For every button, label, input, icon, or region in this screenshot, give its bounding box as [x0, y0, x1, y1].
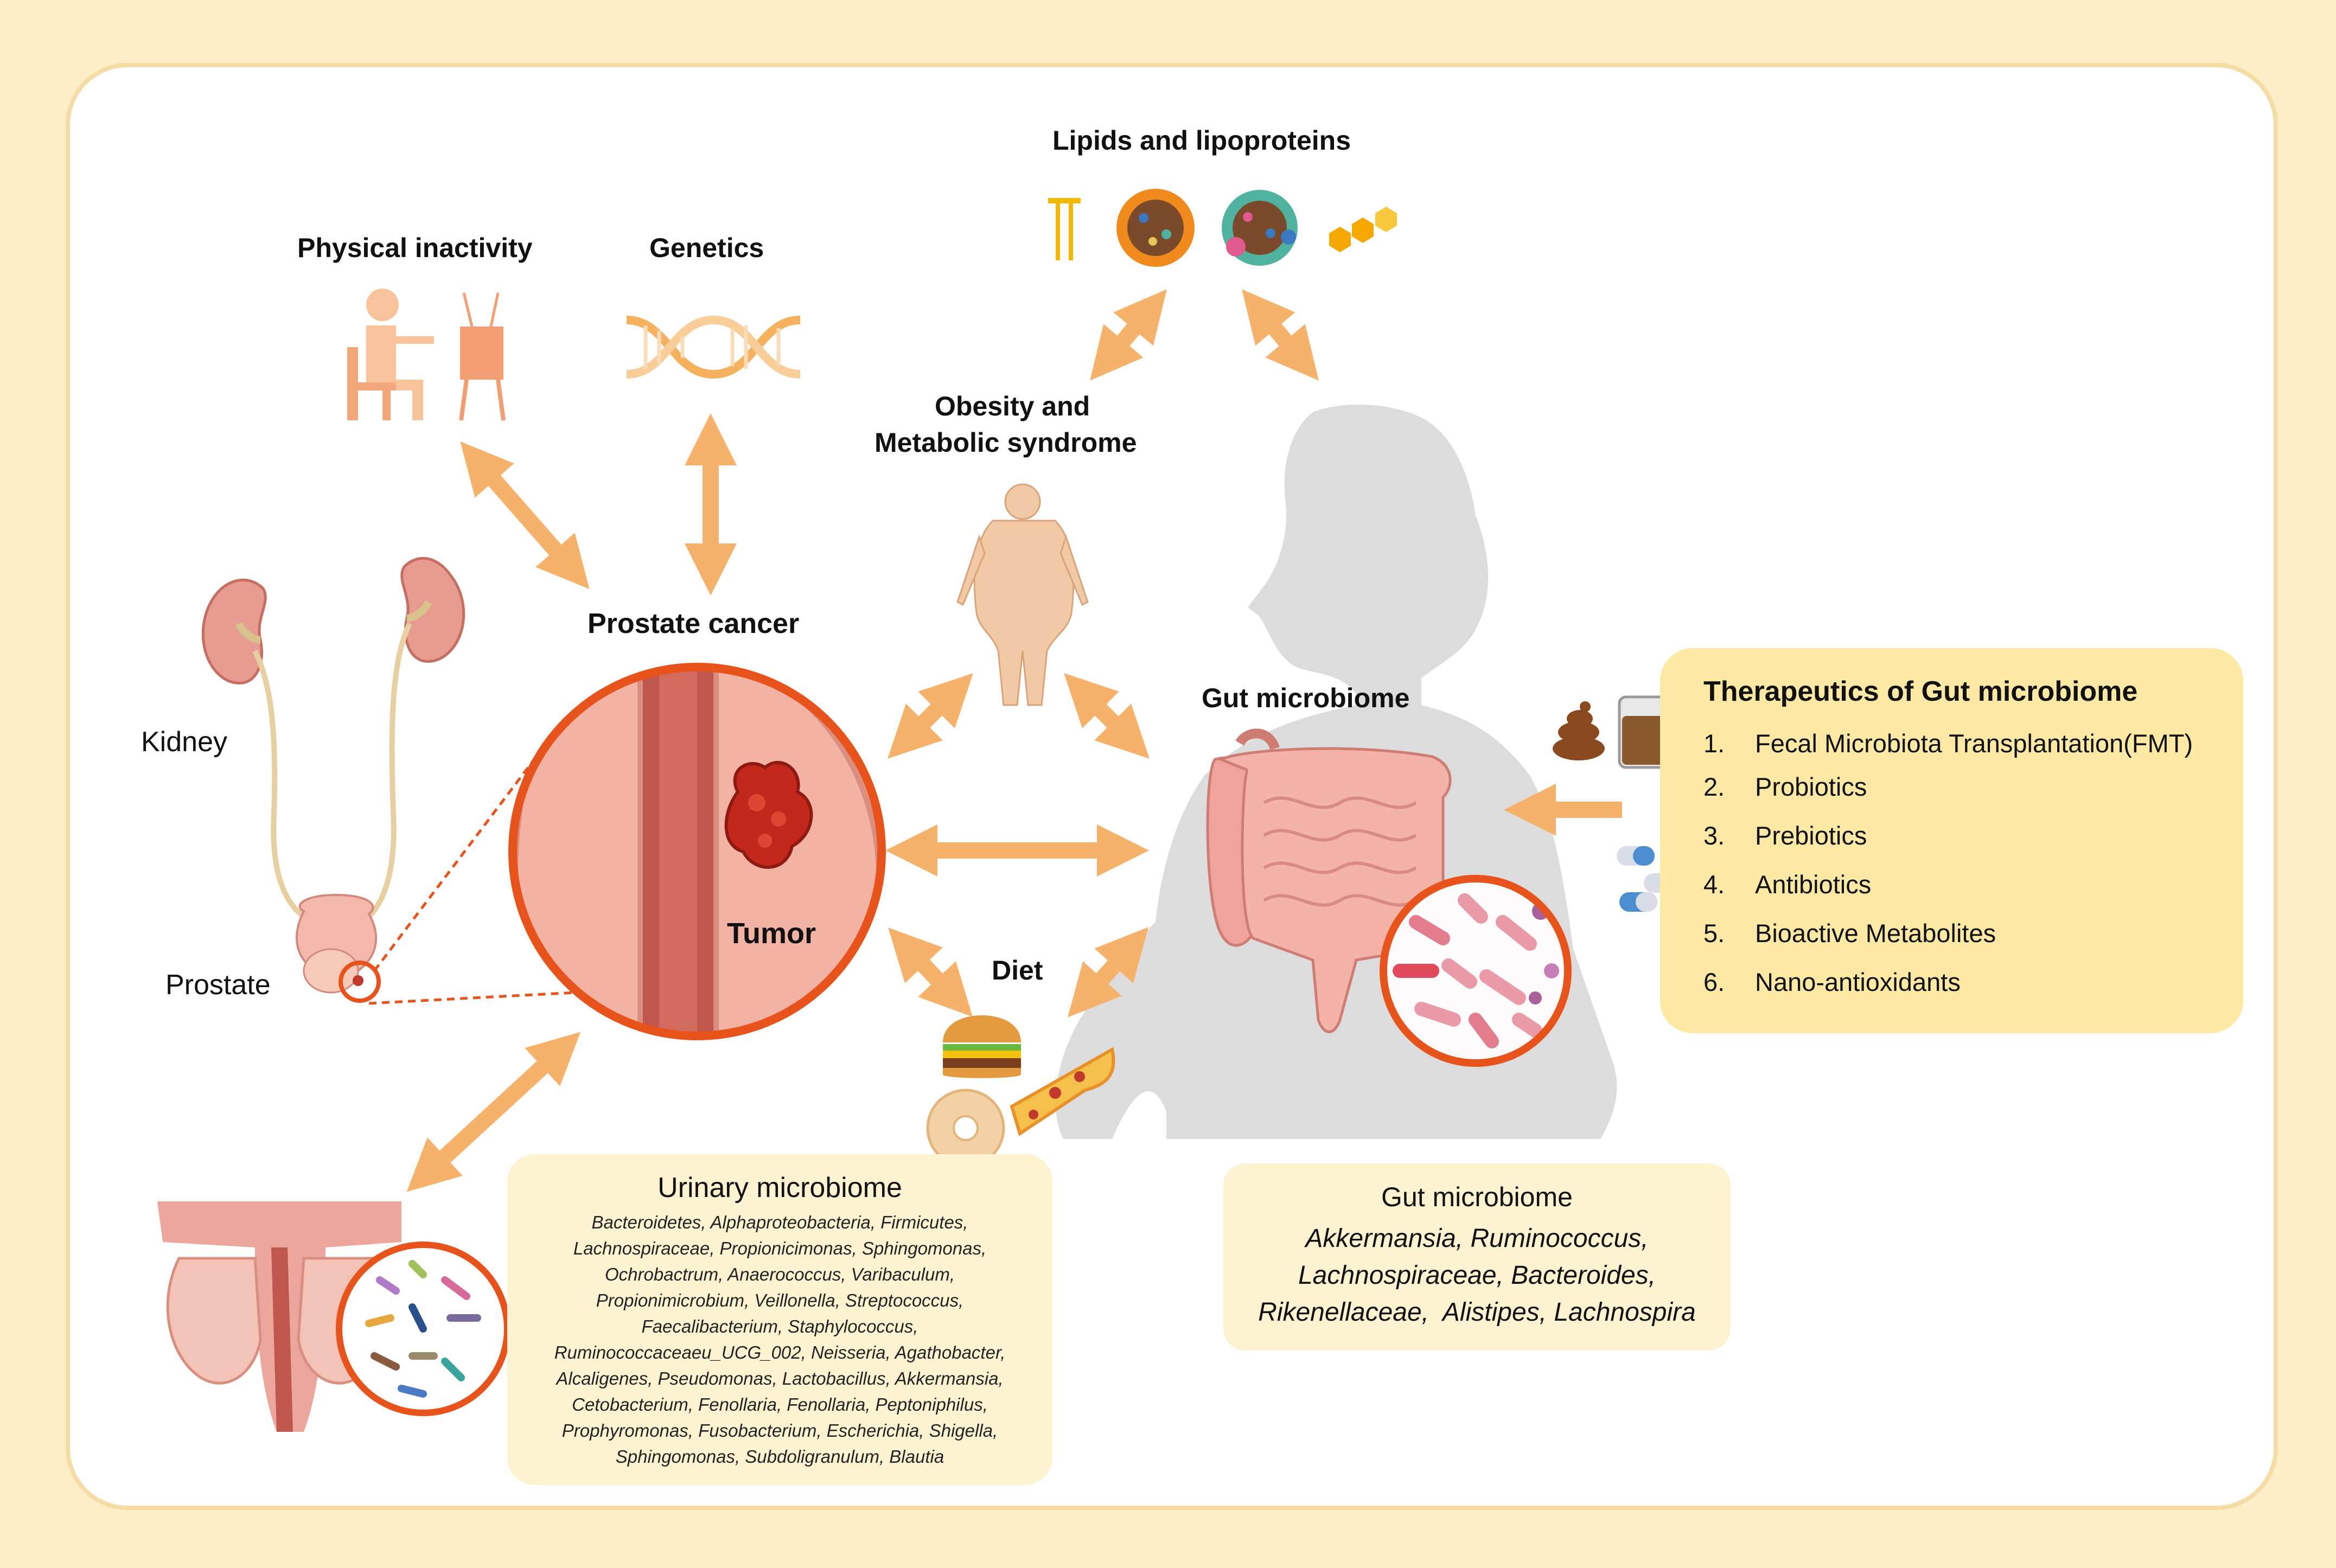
therapeutics-item-text: Bioactive Metabolites	[1755, 919, 1996, 948]
therapeutics-item-num: 3.	[1703, 821, 1725, 850]
arrow-diet-gut	[1067, 927, 1149, 1017]
urinary-taxa-line: Faecalibacterium, Staphylococcus,	[641, 1316, 918, 1336]
cholesterol-icon	[1329, 207, 1397, 252]
label-obesity-line1: Obesity and	[935, 391, 1090, 421]
therapeutics-item-num: 6.	[1703, 968, 1725, 996]
label-kidney: Kidney	[141, 726, 227, 758]
urinary-taxa-line: Sphingomonas, Subdoligranulum, Blautia	[615, 1447, 944, 1467]
arrows	[406, 289, 1622, 1192]
bacteria-zoom-circle	[1380, 875, 1572, 1067]
urinary-bacteria-zoom-circle	[336, 1241, 510, 1416]
arrow-obesity-cancer	[888, 673, 973, 759]
obese-person-icon	[956, 483, 1089, 706]
label-gut-microbiome: Gut microbiome	[1202, 683, 1410, 713]
arrow-lipids-gut	[1242, 289, 1319, 381]
therapeutics-title: Therapeutics of Gut microbiome	[1703, 676, 2138, 707]
label-lipids: Lipids and lipoproteins	[1052, 125, 1351, 156]
therapeutics-item-text: Antibiotics	[1755, 870, 1872, 899]
urinary-taxa-line: Prophyromonas, Fusobacterium, Escherichi…	[561, 1420, 998, 1441]
gut-taxa-line: Lachnospiraceae, Bacteroides,	[1298, 1261, 1656, 1290]
therapeutics-box	[1660, 648, 2243, 1033]
arrow-inactivity-cancer	[460, 441, 590, 590]
arrow-obesity-gut	[1064, 673, 1150, 759]
prostate-icon	[295, 893, 381, 1003]
label-tumor: Tumor	[727, 917, 816, 950]
arrow-lipids-obesity	[1090, 289, 1167, 381]
urinary-taxa-list: Bacteroidetes, Alphaproteobacteria, Firm…	[507, 1209, 1052, 1470]
label-physical-inactivity: Physical inactivity	[297, 233, 533, 263]
label-prostate: Prostate	[165, 969, 271, 1001]
arrow-cancer-diet	[888, 927, 973, 1017]
gut-taxa-line: Rikenellaceae, Alistipes, Lachnospira	[1258, 1298, 1696, 1327]
gut-taxa-list: Akkermansia, Ruminococcus, Lachnospirace…	[1223, 1220, 1731, 1331]
urinary-taxa-line: Bacteroidetes, Alphaproteobacteria, Firm…	[591, 1212, 968, 1232]
zoom-lines	[368, 747, 576, 1005]
lipoprotein-icon	[1116, 189, 1195, 267]
dna-icon	[626, 315, 801, 379]
therapeutics-item-num: 5.	[1703, 919, 1725, 948]
urinary-taxa-line: Ochrobactrum, Anaerococcus, Varibaculum,	[605, 1264, 955, 1284]
therapeutics-item-text: Probiotics	[1755, 772, 1867, 801]
therapeutics-item-num: 4.	[1703, 870, 1725, 899]
intestine-icon	[1206, 728, 1452, 1033]
label-obesity-line2: Metabolic syndrome	[875, 427, 1137, 458]
person-tv-icon	[347, 289, 506, 421]
urinary-taxa-line: Ruminococcaceaeu_UCG_002, Neisseria, Aga…	[554, 1342, 1006, 1362]
gut-microbiome-box	[1223, 1163, 1731, 1351]
label-prostate-cancer: Prostate cancer	[588, 608, 800, 639]
beaker-icon	[1618, 695, 1673, 769]
ureters	[252, 622, 412, 919]
label-genetics: Genetics	[649, 233, 764, 263]
label-diet: Diet	[992, 955, 1043, 985]
therapeutics-item-text: Prebiotics	[1755, 821, 1867, 850]
food-icon	[926, 1015, 1115, 1168]
urinary-box-title: Urinary microbiome	[658, 1172, 902, 1204]
gut-taxa-line: Akkermansia, Ruminococcus,	[1305, 1224, 1649, 1253]
lipid-icon	[1048, 198, 1081, 260]
urinary-taxa-line: Alcaligenes, Pseudomonas, Lactobacillus,…	[556, 1368, 1004, 1388]
lipoprotein-icon	[1222, 190, 1298, 266]
arrow-urinary-cancer	[406, 1032, 581, 1192]
therapeutics-item-num: 2.	[1703, 772, 1725, 801]
urinary-microbiome-box	[507, 1154, 1052, 1485]
therapeutics-item-text: Fecal Microbiota Transplantation(FMT)	[1755, 729, 2193, 758]
urinary-taxa-line: Lachnospiraceae, Propionicimonas, Sphing…	[573, 1238, 987, 1258]
gut-box-title: Gut microbiome	[1381, 1182, 1573, 1212]
tumor-zoom-circle	[508, 663, 886, 1040]
therapeutics-item-num: 1.	[1703, 729, 1725, 758]
urinary-taxa-line: Propionimicrobium, Veillonella, Streptoc…	[596, 1290, 964, 1310]
white-panel	[66, 63, 2278, 1510]
stool-icon	[1553, 701, 1605, 760]
therapeutics-item-text: Nano-antioxidants	[1755, 968, 1961, 996]
urinary-taxa-line: Cetobacterium, Fenollaria, Fenollaria, P…	[572, 1394, 988, 1415]
kidney-icon	[201, 579, 267, 685]
